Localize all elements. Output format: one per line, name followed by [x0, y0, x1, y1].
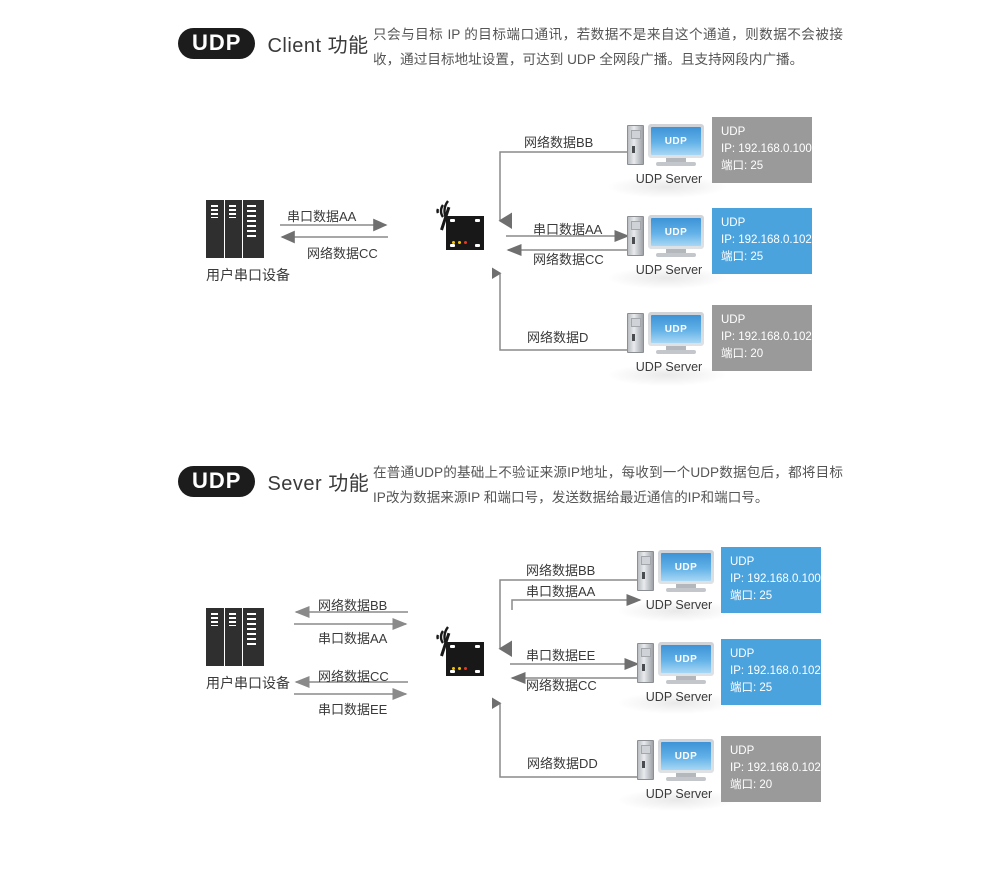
arrow-label-s2-b2-0: 网络数据DD — [527, 756, 598, 771]
arrow-label-s2-b0-0: 网络数据BB — [526, 563, 596, 578]
arrow-label-s1-b2-0: 网络数据D — [527, 330, 589, 345]
arrow-label-s2-dev-1: 串口数据AA — [318, 631, 388, 646]
info-box-s1-b2: UDP IP: 192.168.0.102 端口: 20 — [712, 305, 812, 371]
monitor-icon: UDP — [648, 124, 704, 166]
info-ip: IP: 192.168.0.102 — [730, 762, 821, 774]
server-computer-icon: UDP — [631, 737, 727, 783]
server-label: UDP Server — [645, 787, 713, 801]
info-proto: UDP — [721, 217, 746, 229]
arrow-label-s2-dev-2: 网络数据CC — [318, 669, 389, 684]
tower-icon — [627, 125, 644, 165]
module-body-icon — [446, 642, 484, 676]
info-ip: IP: 192.168.0.102 — [721, 331, 812, 343]
tower-icon — [637, 643, 654, 683]
info-ip: IP: 192.168.0.102 — [721, 234, 812, 246]
server-label: UDP Server — [645, 690, 713, 704]
server-label: UDP Server — [645, 598, 713, 612]
user-serial-device-label: 用户串口设备 — [206, 267, 290, 283]
wireless-module-1 — [428, 198, 492, 260]
branch-connectors-2 — [492, 579, 650, 778]
device-module-arrows-1 — [280, 218, 388, 244]
module-body-icon — [446, 216, 484, 250]
arrow-label-s1-b1-0: 串口数据AA — [533, 222, 603, 237]
arrow-label-s1-b0-0: 网络数据BB — [524, 135, 594, 150]
info-port: 端口: 25 — [730, 682, 773, 694]
tower-icon — [627, 216, 644, 256]
info-port: 端口: 20 — [721, 348, 764, 360]
udp-server-1-1: UDP UDP Server — [621, 122, 717, 186]
arrow-label-s2-dev-3: 串口数据EE — [318, 702, 388, 717]
screen-text: UDP — [664, 323, 688, 335]
arrow-label-s1-dev-0: 串口数据AA — [287, 209, 357, 224]
info-port: 端口: 25 — [730, 590, 773, 602]
info-box-s2-b2: UDP IP: 192.168.0.102 端口: 20 — [721, 736, 821, 802]
server-computer-icon: UDP — [621, 213, 717, 259]
info-box-s2-b1: UDP IP: 192.168.0.102 端口: 25 — [721, 639, 821, 705]
arrow-label-s1-dev-1: 网络数据CC — [307, 246, 378, 261]
info-proto: UDP — [730, 648, 755, 660]
arrow-label-s2-dev-0: 网络数据BB — [318, 598, 388, 613]
server-computer-icon: UDP — [621, 310, 717, 356]
arrow-label-s2-b0-1: 串口数据AA — [526, 584, 596, 599]
udp-badge: UDP — [178, 466, 256, 498]
monitor-icon: UDP — [658, 739, 714, 781]
udp-server-1-3: UDP UDP Server — [621, 310, 717, 374]
server-computer-icon: UDP — [631, 548, 727, 594]
arrow-label-s2-b1-0: 串口数据EE — [526, 648, 596, 663]
section-description-udp-server: 在普通UDP的基础上不验证来源IP地址，每收到一个UDP数据包后，都将目标IP改… — [373, 465, 843, 505]
screen-text: UDP — [674, 561, 698, 573]
section-header-udp-client: UDP Client 功能 — [178, 28, 369, 60]
server-label: UDP Server — [635, 360, 703, 374]
info-box-s1-b1: UDP IP: 192.168.0.102 端口: 25 — [712, 208, 812, 274]
plc-body-icon — [206, 200, 264, 258]
user-serial-device-1: 用户串口设备 — [206, 200, 290, 285]
info-port: 端口: 20 — [730, 779, 773, 791]
tower-icon — [637, 740, 654, 780]
info-port: 端口: 25 — [721, 160, 764, 172]
udp-server-2-1: UDP UDP Server — [631, 548, 727, 612]
udp-badge: UDP — [178, 28, 256, 60]
server-computer-icon: UDP — [621, 122, 717, 168]
section-description-udp-client: 只会与目标 IP 的目标端口通讯，若数据不是来自这个通道，则数据不会被接收，通过… — [373, 27, 843, 67]
section-title: Sever 功能 — [267, 473, 370, 496]
user-serial-device-2: 用户串口设备 — [206, 608, 290, 693]
tower-icon — [637, 551, 654, 591]
screen-text: UDP — [674, 653, 698, 665]
screen-text: UDP — [674, 750, 698, 762]
monitor-icon: UDP — [648, 215, 704, 257]
screen-text: UDP — [664, 135, 688, 147]
info-port: 端口: 25 — [721, 251, 764, 263]
device-module-arrows-2 — [294, 606, 408, 700]
wireless-module-2 — [428, 624, 492, 686]
udp-server-2-3: UDP UDP Server — [631, 737, 727, 801]
plc-body-icon — [206, 608, 264, 666]
section-title: Client 功能 — [267, 35, 369, 58]
section-header-udp-server: UDP Sever 功能 — [178, 466, 370, 498]
info-proto: UDP — [721, 314, 746, 326]
info-ip: IP: 192.168.0.100 — [730, 573, 821, 585]
arrow-label-s1-b1-1: 网络数据CC — [533, 252, 604, 267]
info-proto: UDP — [730, 556, 755, 568]
monitor-icon: UDP — [658, 642, 714, 684]
screen-text: UDP — [664, 226, 688, 238]
udp-server-1-2: UDP UDP Server — [621, 213, 717, 277]
tower-icon — [627, 313, 644, 353]
server-computer-icon: UDP — [631, 640, 727, 686]
server-label: UDP Server — [635, 172, 703, 186]
info-box-s2-b0: UDP IP: 192.168.0.100 端口: 25 — [721, 547, 821, 613]
info-ip: IP: 192.168.0.102 — [730, 665, 821, 677]
udp-server-2-2: UDP UDP Server — [631, 640, 727, 704]
branch-connectors-1 — [492, 151, 642, 351]
info-proto: UDP — [730, 745, 755, 757]
server-label: UDP Server — [635, 263, 703, 277]
monitor-icon: UDP — [648, 312, 704, 354]
user-serial-device-label: 用户串口设备 — [206, 675, 290, 691]
arrow-label-s2-b1-1: 网络数据CC — [526, 678, 597, 693]
info-ip: IP: 192.168.0.100 — [721, 143, 812, 155]
monitor-icon: UDP — [658, 550, 714, 592]
info-box-s1-b0: UDP IP: 192.168.0.100 端口: 25 — [712, 117, 812, 183]
info-proto: UDP — [721, 126, 746, 138]
